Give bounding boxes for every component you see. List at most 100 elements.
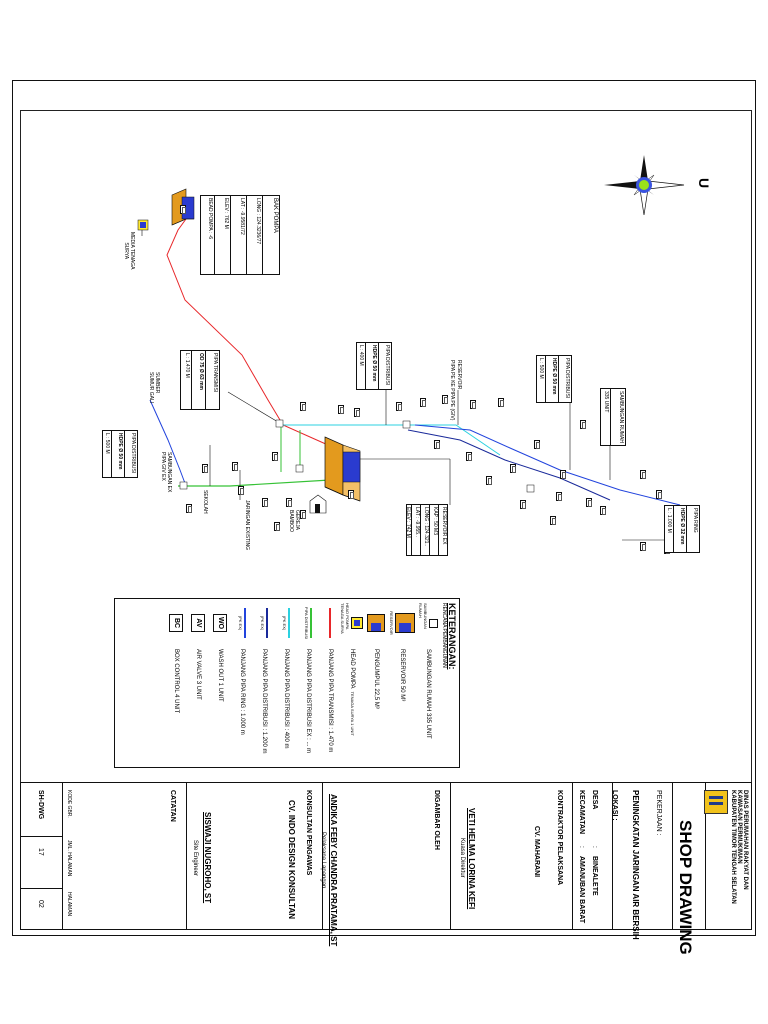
title-block-divider (450, 782, 451, 930)
title-block-divider (672, 782, 673, 930)
title-block-divider (705, 782, 706, 930)
solar-panel-icon (137, 219, 149, 231)
green-line-icon (310, 608, 312, 638)
legend-item-label: PANJANG PIPA TRANSMISI : 1.470 m (327, 649, 333, 753)
house-icon (560, 470, 566, 479)
house-icon (238, 486, 244, 495)
house-icon (434, 440, 440, 449)
legend-item: (PK EX)PANJANG PIPA RING : 1.000 m (231, 603, 253, 763)
house-icon (520, 500, 526, 509)
director-title: Kuasa Direktur (459, 838, 465, 878)
house-icon (442, 395, 448, 404)
house-icon (348, 490, 354, 499)
legend-item-label: RESERVOIR 50 M³ (399, 649, 405, 702)
house-icon (232, 462, 238, 471)
label-pipa-distribusi-3: PIPA DISTRIBUSI HDPE Ø 50 mm L : 500 M (102, 430, 138, 478)
label-pipa-distribusi-2: PIPA DISTRIBUSI HDPE Ø 50 mm L : 500 M (536, 355, 572, 403)
house-icon (580, 420, 586, 429)
legend-item: AV AIR VALVE 3 UNIT (187, 603, 209, 763)
desa-value: BINEALETE (591, 856, 598, 896)
title-block-divider (572, 782, 573, 930)
title-block-divider (186, 782, 187, 930)
north-label: U (696, 178, 712, 189)
distribution-pipe-navy (407, 429, 611, 501)
house-icon (338, 405, 344, 414)
legend-item: RESERVOIR RESERVOIR 50 M³ (389, 603, 415, 763)
house-icon (470, 400, 476, 409)
solar-pump-icon (351, 617, 364, 629)
legend-panel: KETERANGAN: RENCANA PEMBANGUNAN SAMBUNGA… (114, 598, 460, 768)
house-icon (466, 452, 472, 461)
kontraktor-name: CV. MAHARANI (533, 826, 540, 878)
label-reservoir: RESERVOIR PIPA PE KE PIPA PE (GIV) (449, 360, 462, 421)
label-sekolah: SEKOLAH (202, 490, 208, 514)
label-sambungan-ex: SAMBUNGAN EX PIPA GIV EX (160, 452, 172, 493)
bak-pompa-elev: ELEV : 762 M (214, 196, 230, 274)
cyan-line-icon (288, 608, 290, 638)
house-icon (656, 490, 662, 499)
label-pipa-transmisi: PIPA TRANSMISI OD 75 Ø 63 mm L : 1.470 M (180, 350, 220, 410)
label-pipa-distribusi-1: PIPA DISTRIBUSI HDPE Ø 50 mm L : 400 M (356, 342, 392, 390)
valve-box-icon: AV (191, 614, 205, 632)
house-icon (420, 398, 426, 407)
drawing-type: SHOP DRAWING (676, 820, 695, 955)
bak-pompa-title: BAK POMPA (262, 196, 279, 274)
title-block-divider (20, 888, 62, 889)
legend-item-label: AIR VALVE 3 UNIT (195, 649, 201, 700)
hal-value: 02 (37, 900, 44, 908)
jml-label: JML. HALAMAN (66, 840, 72, 877)
legend-item-label: HEAD POMPATENAGA SURYA 1 UNIT (349, 649, 355, 736)
house-icon (510, 464, 516, 473)
house-icon (550, 516, 556, 525)
title-block-divider (322, 782, 323, 930)
bak-pompa-head: BEAD POMPA : -6 (207, 198, 213, 240)
drafter-title: Pelaksana Lapangan (320, 832, 326, 889)
house-icon (272, 452, 278, 461)
house-icon (556, 492, 562, 501)
kecamatan-colon: : (578, 846, 585, 848)
hal-label: HALAMAN (66, 892, 72, 917)
label-sumber: SUMBER SUMUR GALI (148, 372, 160, 404)
legend-symbol-caption: SAMBUNGAN RUMAH (418, 603, 428, 629)
legend-symbol-caption: RESERVOIR (389, 611, 394, 635)
kontraktor-label: KONTRAKTOR PELAKSANA (556, 790, 563, 886)
legend-symbol-caption: (PK EX) (282, 615, 288, 631)
red-line-icon (329, 608, 331, 638)
reservoir-icon (395, 613, 415, 633)
digambar-label: DIGAMBAR OLEH (433, 790, 440, 850)
legend-item-label: BOX CONTROL 4 UNIT (173, 649, 179, 714)
legend-symbol-caption: PIPA DISTRIBUSI (304, 606, 310, 640)
navy-line-icon (266, 608, 268, 638)
title-block (20, 782, 752, 930)
legend-item-label: PANJANG PIPA DISTRIBUSI EX : ... m (305, 649, 311, 754)
kecamatan-value: AMANUBAN BARAT (578, 856, 585, 924)
collector-tank-icon (367, 614, 385, 632)
house-icon (354, 408, 360, 417)
desa-colon: : (591, 846, 598, 848)
legend-symbol-caption: HEAD POMPA TENAGA SURYA (340, 603, 351, 634)
house-icon (498, 398, 504, 407)
kode-label: KODE GBR. (66, 790, 72, 818)
legend-symbol-caption: (PK EX) (238, 615, 244, 631)
legend-item: (PK EX)PANJANG PIPA DISTRIBUSI : 1.200 m (253, 603, 275, 763)
legend-item: PANJANG PIPA TRANSMISI : 1.470 m (319, 603, 341, 763)
drawing-sheet (12, 80, 756, 936)
house-icon (300, 402, 306, 411)
kecamatan-label: KECAMATAN (578, 790, 585, 835)
ministry-logo-icon (704, 790, 728, 814)
engineer-name: SISWAJI NUGROHO, ST (203, 812, 212, 904)
pekerjaan-value: PENINGKATAN JARINGAN AIR BERSIH (631, 790, 640, 940)
jml-value: 17 (37, 848, 44, 856)
konsultan-label: KONSULTAN PENGAWAS (305, 790, 312, 876)
label-bak-pompa: BAK POMPA LONG : 124.3236/77 LAT : -9.95… (200, 195, 280, 275)
house-icon (286, 498, 292, 507)
title-block-divider (612, 782, 613, 930)
blue-line-icon (244, 608, 246, 638)
valve-box-icon: WO (213, 614, 227, 632)
drafter-name: ANDIKA FEBY CHANDRA PRATAMA, ST (329, 794, 338, 947)
house-icon (586, 498, 592, 507)
legend-subtitle: RENCANA PEMBANGUNAN (441, 603, 447, 668)
legend-item: PENGUMPUL 22,5 M³ (363, 603, 389, 763)
